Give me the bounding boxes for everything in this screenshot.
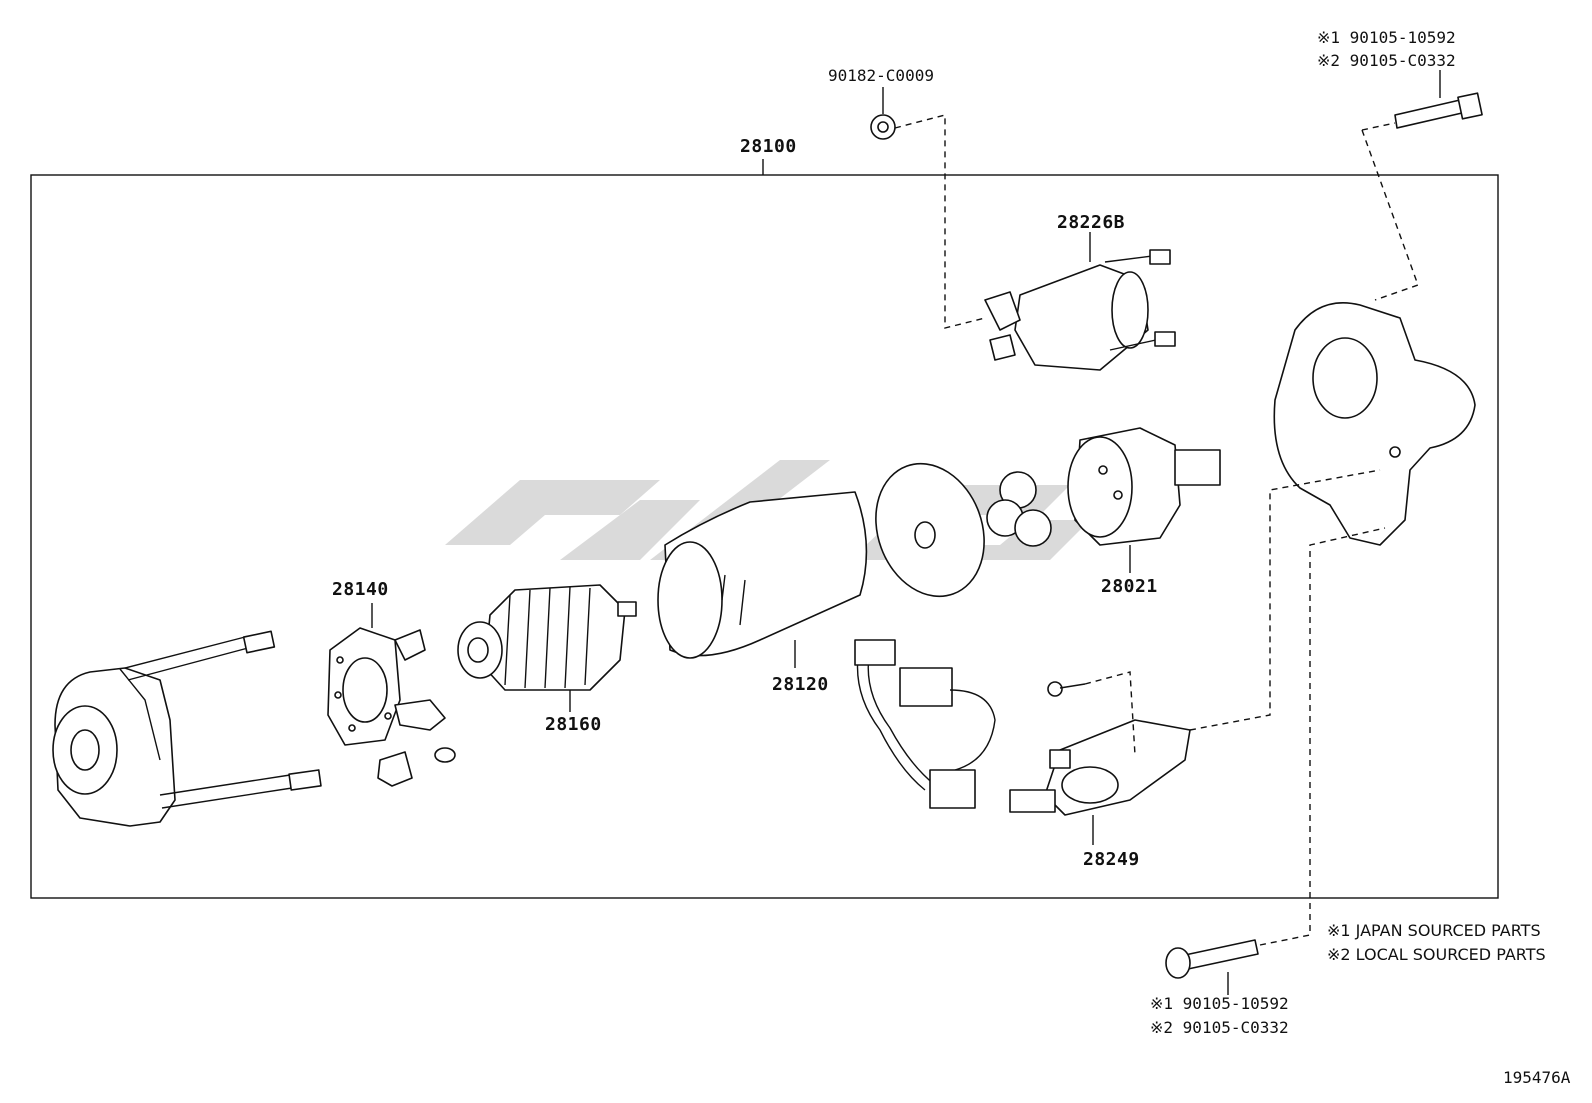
clutch-part [986, 427, 1221, 573]
label-90182: 90182-C0009 [828, 66, 934, 85]
label-28160: 28160 [545, 714, 602, 735]
note-local-sourced: ※2 LOCAL SOURCED PARTS [1327, 945, 1546, 964]
armature-part [457, 584, 637, 712]
solenoid-part [984, 232, 1176, 371]
magnetic-switch-part [1009, 719, 1191, 845]
label-28249: 28249 [1083, 849, 1140, 870]
label-28100: 28100 [740, 136, 797, 157]
note-japan-sourced: ※1 JAPAN SOURCED PARTS [1327, 921, 1541, 940]
assembly-box-28100 [30, 174, 1499, 899]
bolt-top-line1: ※1 90105-10592 [1317, 28, 1456, 47]
lead-wire-part [854, 639, 996, 809]
label-28021: 28021 [1101, 576, 1158, 597]
label-28226b: 28226B [1057, 212, 1126, 233]
nut-90182-part [870, 87, 896, 140]
end-frame-part [52, 630, 322, 827]
bolt-bottom-part [1165, 939, 1259, 995]
label-28120: 28120 [772, 674, 829, 695]
screw-small-part [1047, 681, 1086, 697]
drive-housing-part [1273, 301, 1476, 546]
bolt-bottom-line2: ※2 90105-C0332 [1150, 1018, 1289, 1037]
label-28140: 28140 [332, 579, 389, 600]
bolt-top-line2: ※2 90105-C0332 [1317, 51, 1456, 70]
bolt-top-part [1394, 70, 1483, 129]
figure-id: 195476A [1503, 1068, 1571, 1087]
bolt-bottom-line1: ※1 90105-10592 [1150, 994, 1289, 1013]
yoke-part [657, 491, 868, 668]
brush-holder-part [327, 603, 456, 787]
plate-part [875, 462, 985, 598]
